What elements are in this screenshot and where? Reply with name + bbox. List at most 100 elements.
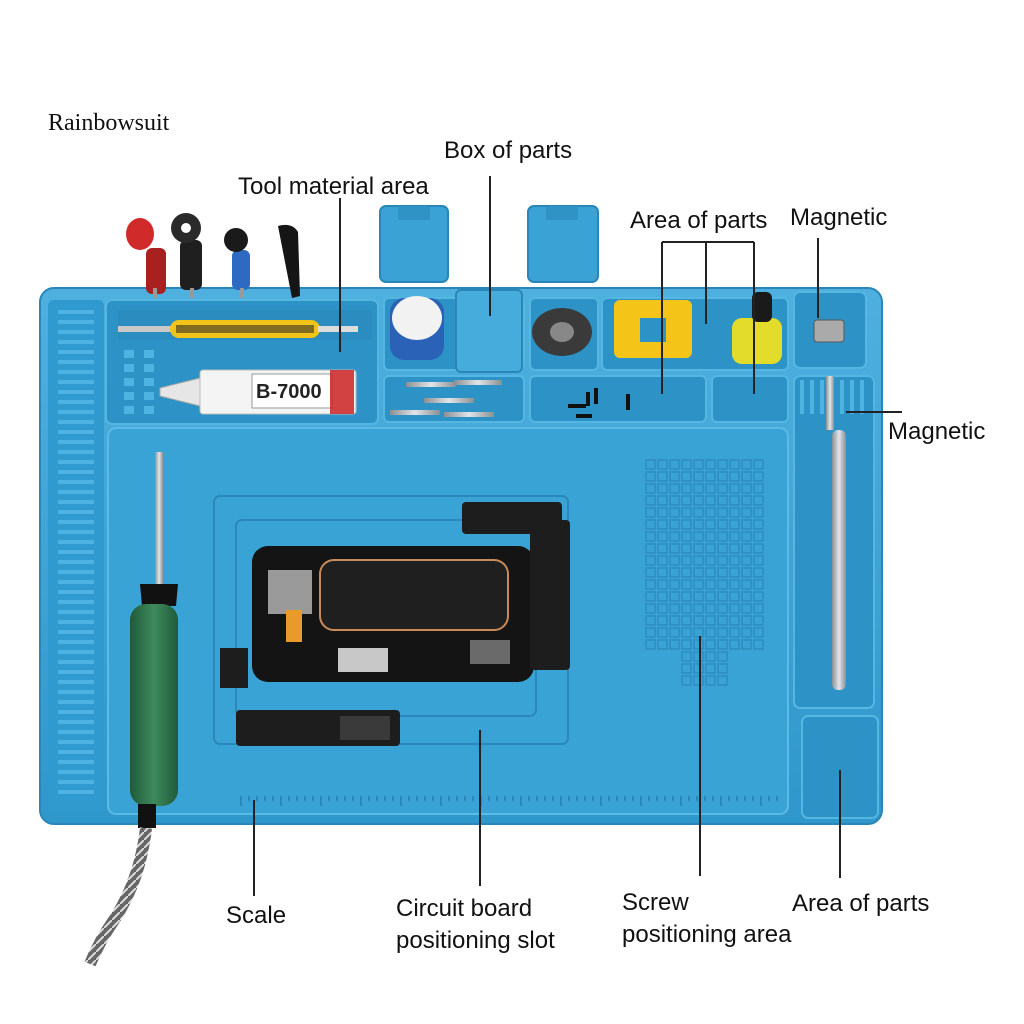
screw-cell xyxy=(657,459,668,470)
screw-cell xyxy=(645,531,656,542)
screw-cell xyxy=(681,507,692,518)
bottom-tick xyxy=(472,796,474,801)
screw-cell xyxy=(693,579,704,590)
screw-cell xyxy=(669,591,680,602)
scale-tick xyxy=(58,470,94,474)
scale-tick xyxy=(58,500,94,504)
bottom-tick xyxy=(504,796,506,801)
screw-cell xyxy=(717,579,728,590)
scale-tick xyxy=(58,550,94,554)
screw-cell xyxy=(717,663,728,674)
label-area-of-parts-top: Area of parts xyxy=(630,207,768,234)
bottom-tick xyxy=(776,796,778,801)
screw-cell xyxy=(741,627,752,638)
label-screw-line1: Screw xyxy=(622,889,689,916)
screw-cell xyxy=(657,543,668,554)
screw-cell xyxy=(729,543,740,554)
screw-cell xyxy=(669,579,680,590)
screw-cell xyxy=(705,579,716,590)
scale-tick xyxy=(58,520,94,524)
screw-cell xyxy=(681,555,692,566)
screw-cell xyxy=(693,519,704,530)
scale-tick xyxy=(58,410,94,414)
bottom-tick xyxy=(672,796,674,801)
screw-cell xyxy=(693,651,704,662)
bottom-tick xyxy=(768,796,770,801)
screw-cell xyxy=(645,459,656,470)
circuit-boards xyxy=(220,502,570,746)
screw-cell xyxy=(693,459,704,470)
scale-tick xyxy=(58,540,94,544)
screw-cell xyxy=(645,483,656,494)
scale-tick xyxy=(58,580,94,584)
bottom-tick xyxy=(248,796,250,801)
label-circuit-board-line1: Circuit board xyxy=(396,895,533,922)
screw-cell xyxy=(717,567,728,578)
bottom-tick xyxy=(512,796,514,801)
screw-cell xyxy=(645,567,656,578)
screw-cell xyxy=(705,543,716,554)
screw-cell xyxy=(669,555,680,566)
scale-tick xyxy=(58,620,94,624)
screw-cell xyxy=(705,591,716,602)
tray-peg xyxy=(144,364,154,372)
tray-peg xyxy=(124,364,134,372)
bottom-tick xyxy=(320,796,322,806)
screw-cell xyxy=(669,543,680,554)
screw-cell xyxy=(741,471,752,482)
screw-cell xyxy=(681,543,692,554)
bottom-tick xyxy=(424,796,426,801)
screw-cell xyxy=(741,495,752,506)
bottom-tick xyxy=(400,796,402,806)
screw-cell xyxy=(741,603,752,614)
screw-cell xyxy=(681,459,692,470)
screw-cell xyxy=(657,627,668,638)
screw-cell xyxy=(693,639,704,650)
bottom-tick xyxy=(368,796,370,801)
bottom-tick xyxy=(296,796,298,801)
bottom-tick xyxy=(632,796,634,801)
bottom-tick xyxy=(640,796,642,806)
screw-cell xyxy=(681,651,692,662)
screw-cell xyxy=(669,603,680,614)
screw-cell xyxy=(753,555,764,566)
bottom-tick xyxy=(592,796,594,801)
screw-cell xyxy=(681,495,692,506)
tray-peg xyxy=(124,392,134,400)
scale-tick xyxy=(58,770,94,774)
scale-tick xyxy=(58,790,94,794)
scale-tick xyxy=(58,430,94,434)
screw-cell xyxy=(693,603,704,614)
scale-tick xyxy=(58,760,94,764)
scale-tick xyxy=(58,560,94,564)
screw-cell xyxy=(717,555,728,566)
bottom-tick xyxy=(456,796,458,801)
screw-cell xyxy=(657,531,668,542)
bottom-scale-ticks xyxy=(240,796,778,806)
screw-cell xyxy=(705,555,716,566)
rib xyxy=(820,380,824,414)
rib xyxy=(810,380,814,414)
screw-cell xyxy=(729,591,740,602)
screw-cell xyxy=(729,471,740,482)
screw-cell xyxy=(741,543,752,554)
bottom-tick xyxy=(304,796,306,801)
screw-cell xyxy=(717,519,728,530)
screw-cell xyxy=(753,567,764,578)
screw-cell xyxy=(645,519,656,530)
scale-tick xyxy=(58,320,94,324)
screw-cell xyxy=(717,507,728,518)
bottom-tick xyxy=(256,796,258,801)
scale-tick xyxy=(58,780,94,784)
screw-cell xyxy=(693,615,704,626)
screw-cell xyxy=(717,591,728,602)
screw-cell xyxy=(693,531,704,542)
label-screw-line2: positioning area xyxy=(622,921,792,948)
tray-peg xyxy=(124,406,134,414)
label-box-of-parts: Box of parts xyxy=(444,137,573,164)
screw-cell xyxy=(681,639,692,650)
scale-tick xyxy=(58,490,94,494)
bottom-tick xyxy=(440,796,442,806)
scale-tick xyxy=(58,720,94,724)
bottom-tick xyxy=(560,796,562,806)
